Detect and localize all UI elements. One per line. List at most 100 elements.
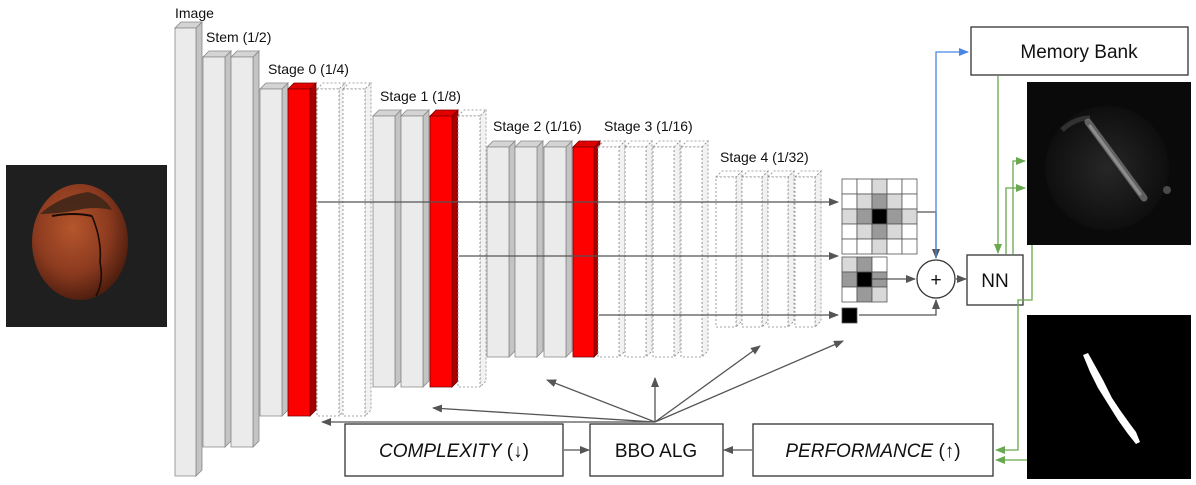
block-stage0-selected	[287, 82, 317, 417]
arrow-nn-to-anomaly-a	[1005, 184, 1026, 254]
grid-cell	[901, 223, 918, 240]
grid-cell	[871, 223, 888, 240]
memory-bank-box: Memory Bank	[970, 26, 1189, 76]
grid-cell	[856, 178, 873, 195]
grid-cell	[841, 208, 858, 225]
label-stage2: Stage 2 (1/16)	[493, 118, 582, 134]
grid-cell	[841, 256, 858, 273]
grid-cell	[841, 286, 858, 303]
block-stage1-b	[400, 109, 430, 388]
bbo-label: BBO ALG	[615, 441, 697, 462]
label-stage3: Stage 3 (1/16)	[604, 118, 693, 134]
svg-text:PERFORMANCE (↑): PERFORMANCE (↑)	[785, 441, 960, 462]
anomaly-map-image	[1027, 82, 1191, 245]
block-stage2-selected	[572, 140, 601, 358]
bbo-box: BBO ALG	[589, 423, 724, 477]
grid-cell	[871, 208, 888, 225]
nn-label: NN	[981, 271, 1008, 292]
input-image	[6, 165, 167, 327]
arrow-grid0-to-plus	[917, 211, 940, 259]
svg-text:COMPLEXITY (↓): COMPLEXITY (↓)	[379, 441, 529, 462]
grid-cell	[871, 178, 888, 195]
backbone-blocks	[174, 21, 822, 477]
sum-node: +	[916, 259, 956, 299]
grid-cell	[841, 307, 858, 324]
block-stage1-selected	[429, 109, 459, 388]
feature-grids	[841, 178, 918, 324]
grid-cell	[901, 193, 918, 210]
complexity-box: COMPLEXITY (↓)	[344, 423, 564, 477]
block-image	[174, 21, 203, 477]
block-stage1-d	[457, 109, 487, 388]
block-stage2-c	[543, 140, 573, 358]
block-stage4-c	[767, 170, 795, 328]
block-stage4-b	[741, 170, 769, 328]
grid-cell	[856, 238, 873, 255]
grid-cell	[856, 223, 873, 240]
memory-bank-label: Memory Bank	[1020, 42, 1138, 63]
grid-cell	[856, 271, 873, 288]
arrow-bbo-to-stage2	[546, 379, 656, 423]
block-stage4-d	[794, 170, 822, 328]
label-stem: Stem (1/2)	[206, 29, 271, 45]
block-stem-a	[202, 50, 232, 448]
bbo-arrows	[321, 340, 844, 454]
grid-cell	[841, 178, 858, 195]
arrow-bbo-to-stage4	[654, 345, 761, 423]
grid-cell	[856, 256, 873, 273]
grid-cell	[886, 223, 903, 240]
complexity-arrow: (↓)	[502, 441, 529, 462]
plus-symbol: +	[930, 270, 941, 291]
grid-cell	[886, 208, 903, 225]
grid-cell	[871, 193, 888, 210]
grid-cell	[886, 193, 903, 210]
grid-cell	[871, 256, 888, 273]
feature-grid-stage1	[841, 256, 888, 303]
block-stage3-b	[624, 140, 653, 358]
arrow-bbo-to-features	[654, 340, 844, 423]
block-stage4-a	[715, 170, 743, 328]
block-stem-b	[230, 50, 260, 448]
grid-cell	[856, 286, 873, 303]
label-image: Image	[175, 5, 214, 21]
grid-cell	[901, 208, 918, 225]
grid-cell	[841, 271, 858, 288]
grid-cell	[901, 238, 918, 255]
grid-cell	[856, 193, 873, 210]
block-stage0-c	[316, 82, 346, 417]
grid-cell	[886, 178, 903, 195]
performance-box: PERFORMANCE (↑)	[752, 423, 994, 477]
arrow-nn-to-anomaly-b	[1012, 157, 1026, 254]
performance-arrow: (↑)	[933, 441, 960, 462]
feature-grid-stage2	[841, 307, 858, 324]
block-stage2-a	[486, 140, 516, 358]
grid-cell	[841, 238, 858, 255]
block-stage3-d	[680, 140, 709, 358]
feature-arrows	[318, 48, 969, 319]
mask-shape	[1083, 353, 1140, 444]
complexity-label: COMPLEXITY	[379, 441, 503, 462]
grid-cell	[856, 208, 873, 225]
label-stage0: Stage 0 (1/4)	[268, 61, 349, 77]
arrow-grid2-to-plus	[859, 299, 940, 316]
grid-cell	[871, 238, 888, 255]
grid-cell	[901, 178, 918, 195]
feature-grid-stage0	[841, 178, 918, 255]
output-arrows	[994, 76, 1033, 464]
block-stage0-a	[259, 82, 289, 417]
block-stage1-a	[372, 109, 402, 388]
mask-image	[1027, 315, 1191, 479]
block-stage3-a	[597, 140, 626, 358]
grid-cell	[871, 286, 888, 303]
performance-label: PERFORMANCE	[785, 441, 933, 462]
grid-cell	[841, 193, 858, 210]
block-stage0-d	[342, 82, 372, 417]
label-stage4: Stage 4 (1/32)	[720, 149, 809, 165]
arrow-bbo-to-stage1	[432, 404, 656, 423]
block-stage3-c	[652, 140, 681, 358]
arrow-anomaly-to-performance	[995, 245, 1033, 454]
nn-box: NN	[966, 254, 1024, 306]
block-stage2-b	[514, 140, 544, 358]
arrow-plus-to-memory	[935, 48, 969, 258]
